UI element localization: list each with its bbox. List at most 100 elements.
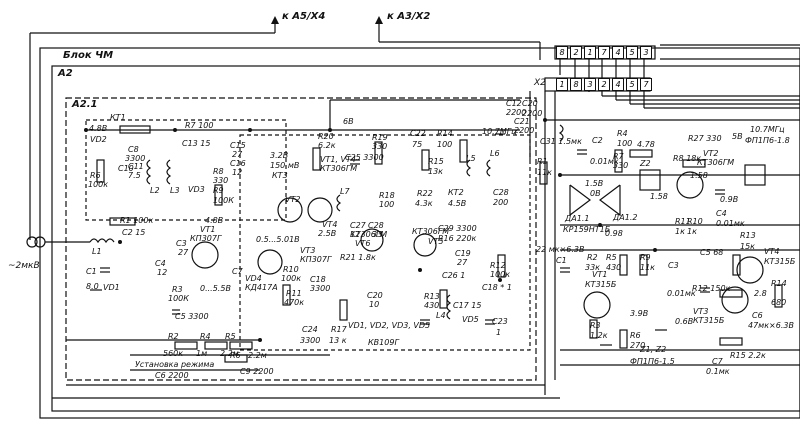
label-right_section-v5: 5В xyxy=(732,132,743,141)
label-middle_section-v150: 150 мВ xyxy=(270,161,300,170)
label-right_middle-c12v: 2200 xyxy=(506,108,527,117)
label-right_middle-vd5: VD5 xyxy=(462,315,479,324)
pin-x2-2: 3 xyxy=(584,78,596,91)
label-right_section-r10: R10 xyxy=(687,217,703,226)
label-right_middle-r22v: 4.3к xyxy=(415,199,433,208)
label-right_section-z2: Z2 xyxy=(640,159,651,168)
label-right_section-c4: С4 xyxy=(716,209,727,218)
label-right_middle-r15: R15 xyxy=(428,157,444,166)
label-left_section-vd1: VD1 xyxy=(103,283,120,292)
label-left_section-c16: C16 xyxy=(230,159,246,168)
label-middle_section-r21: R21 1.8к xyxy=(340,253,376,262)
label-right_section-r6: R6 xyxy=(630,331,641,340)
label-left_section-r3v: 100К xyxy=(168,294,189,303)
label-right_middle-vt5: VТ5 xyxy=(428,237,444,246)
label-middle_section-vt12t: КТ306ГМ xyxy=(320,164,358,173)
label-right_section-v06: 0.6В xyxy=(675,317,694,326)
label-right_middle-c23: С23 xyxy=(492,317,508,326)
label-left_section-c4v: 12 xyxy=(157,268,168,277)
label-right_middle-c17: С17 15 xyxy=(453,301,482,310)
label-bottom-c9: С9 2200 xyxy=(240,367,274,376)
label-right_section-r12: R12 150к xyxy=(692,284,731,293)
label-right_middle-c21v: 2200 xyxy=(514,126,535,135)
label-left_section-c5: С5 3300 xyxy=(175,312,209,321)
label-left_section-c4: С4 xyxy=(155,259,166,268)
label-right_middle-c19v: 27 xyxy=(457,258,468,267)
label-right_section-c6: С6 xyxy=(752,311,763,320)
label-bottom-r2v: 560к xyxy=(163,349,184,358)
label-right_section-r13: R13 xyxy=(740,231,756,240)
label-right_section-c1: С1 xyxy=(556,256,567,265)
label-right_section-vt1: VT1 xyxy=(592,270,608,279)
pin-top-4: 4 xyxy=(612,46,624,59)
label-left_section-l3: L3 xyxy=(170,186,180,195)
label-right_section-v0: 0В xyxy=(590,189,601,198)
label-bottom-r6v: 2.2м xyxy=(248,351,267,360)
label-right_section-vt3: VТ3 xyxy=(693,307,709,316)
label-right_middle-r14v: 100 xyxy=(437,140,453,149)
label-middle_section-vd4: VD4 xyxy=(245,274,262,283)
label-middle_section-r18: R18 xyxy=(379,191,395,200)
label-right_section-r13v: 15к xyxy=(740,242,756,251)
label-right_section-r6v: 270 xyxy=(630,341,646,350)
label-left_section-vt1: VT1 xyxy=(200,225,216,234)
label-middle_section-vt2: VT2 xyxy=(285,195,301,204)
label-middle_section-c18: C18 xyxy=(310,275,326,284)
pin-top-1: 2 xyxy=(570,46,582,59)
label-left_section-c15v: 27 xyxy=(232,150,243,159)
label-middle_section-c20v: 10 xyxy=(369,300,380,309)
label-middle_section-r19: R19 xyxy=(372,133,388,142)
label-right_middle-c12: С12 xyxy=(506,99,522,108)
label-right_section-v098a: 0.9В xyxy=(720,195,739,204)
label-middle_section-vt3: VT3 xyxy=(300,246,316,255)
label-middle_section-c25: С25 3300 xyxy=(345,153,384,162)
label-left_section-c1: С1 xyxy=(86,267,97,276)
label-right_section-v158c: 1.58 xyxy=(650,192,668,201)
pin-x2-0: 1 xyxy=(556,78,568,91)
x2-label: Х2 xyxy=(534,78,546,88)
pin-x2-3: 2 xyxy=(598,78,610,91)
label-right_section-r5v: 430 xyxy=(606,263,622,272)
label-middle_section-v32: 3.2В xyxy=(270,151,289,160)
label-middle_section-kt306: КТ306ГМ xyxy=(350,230,388,239)
label-right_middle-c19: С19 xyxy=(455,249,471,258)
label-right_section-vt2: VТ2 xyxy=(703,149,719,158)
label-left_section-c7: С7 xyxy=(232,267,243,276)
pin-top-3: 7 xyxy=(598,46,610,59)
label-middle_section-r20v: 6.2к xyxy=(318,141,336,150)
label-middle_section-vt12: VT1, VT4 xyxy=(320,155,356,164)
label-right_section-c2v: 0.01мк xyxy=(590,157,619,166)
label-right_middle-v45: 4.5В xyxy=(448,199,467,208)
label-left_section-c3v: 27 xyxy=(178,248,189,257)
label-left_section-c1v: 8.0 xyxy=(86,282,99,291)
label-right_section-c4v: 0.01мк xyxy=(716,219,745,228)
label-left_section-c8v: 3300 xyxy=(125,154,146,163)
label-right_middle-c22v: 75 xyxy=(412,140,423,149)
label-right_middle-c26: С26 1 xyxy=(442,271,466,280)
label-middle_section-r20: R20 xyxy=(318,132,334,141)
label-left_section-c11: С11 xyxy=(128,162,144,171)
label-right_section-v28: 2.8 xyxy=(754,289,767,298)
label-left_section-kt1: КТ1 xyxy=(110,113,126,122)
label-right_middle-kt2: КТ2 xyxy=(448,188,464,197)
label-right_section-c3v: 0.01мк xyxy=(667,289,696,298)
label-left_section-r9: R9 xyxy=(213,186,224,195)
label-right_middle-r13v: 430 xyxy=(424,301,440,310)
label-left_section-vd2: VD2 xyxy=(90,135,107,144)
label-right_section-r1: R1 xyxy=(537,157,548,166)
label-bottom-r5: R5 xyxy=(225,332,236,341)
label-right_section-v39: 3.9В xyxy=(630,309,649,318)
label-right_section-c22mk: 22 мк×6.3В xyxy=(536,245,585,254)
label-middle_section-r10: R10 xyxy=(283,265,299,274)
label-right_middle-l4: L4 xyxy=(436,311,446,320)
label-right_middle-c28b: С28 xyxy=(493,188,509,197)
label-right_section-c7v: 0.1мк xyxy=(706,367,730,376)
label-right_middle-c18s: С18 * 1 xyxy=(482,283,512,292)
label-right_middle-l6: L6 xyxy=(490,149,500,158)
label-right_section-vt3t: КТ315Б xyxy=(693,316,725,325)
label-bottom-c6: С6 2200 xyxy=(155,371,189,380)
label-right_middle-r15v: 13к xyxy=(428,167,444,176)
label-right_section-vt1t: КТ315Б xyxy=(585,280,617,289)
label-left_section-v48a: 4.8В xyxy=(89,124,108,133)
label-right_section-r15: R15 2.2к xyxy=(730,351,766,360)
